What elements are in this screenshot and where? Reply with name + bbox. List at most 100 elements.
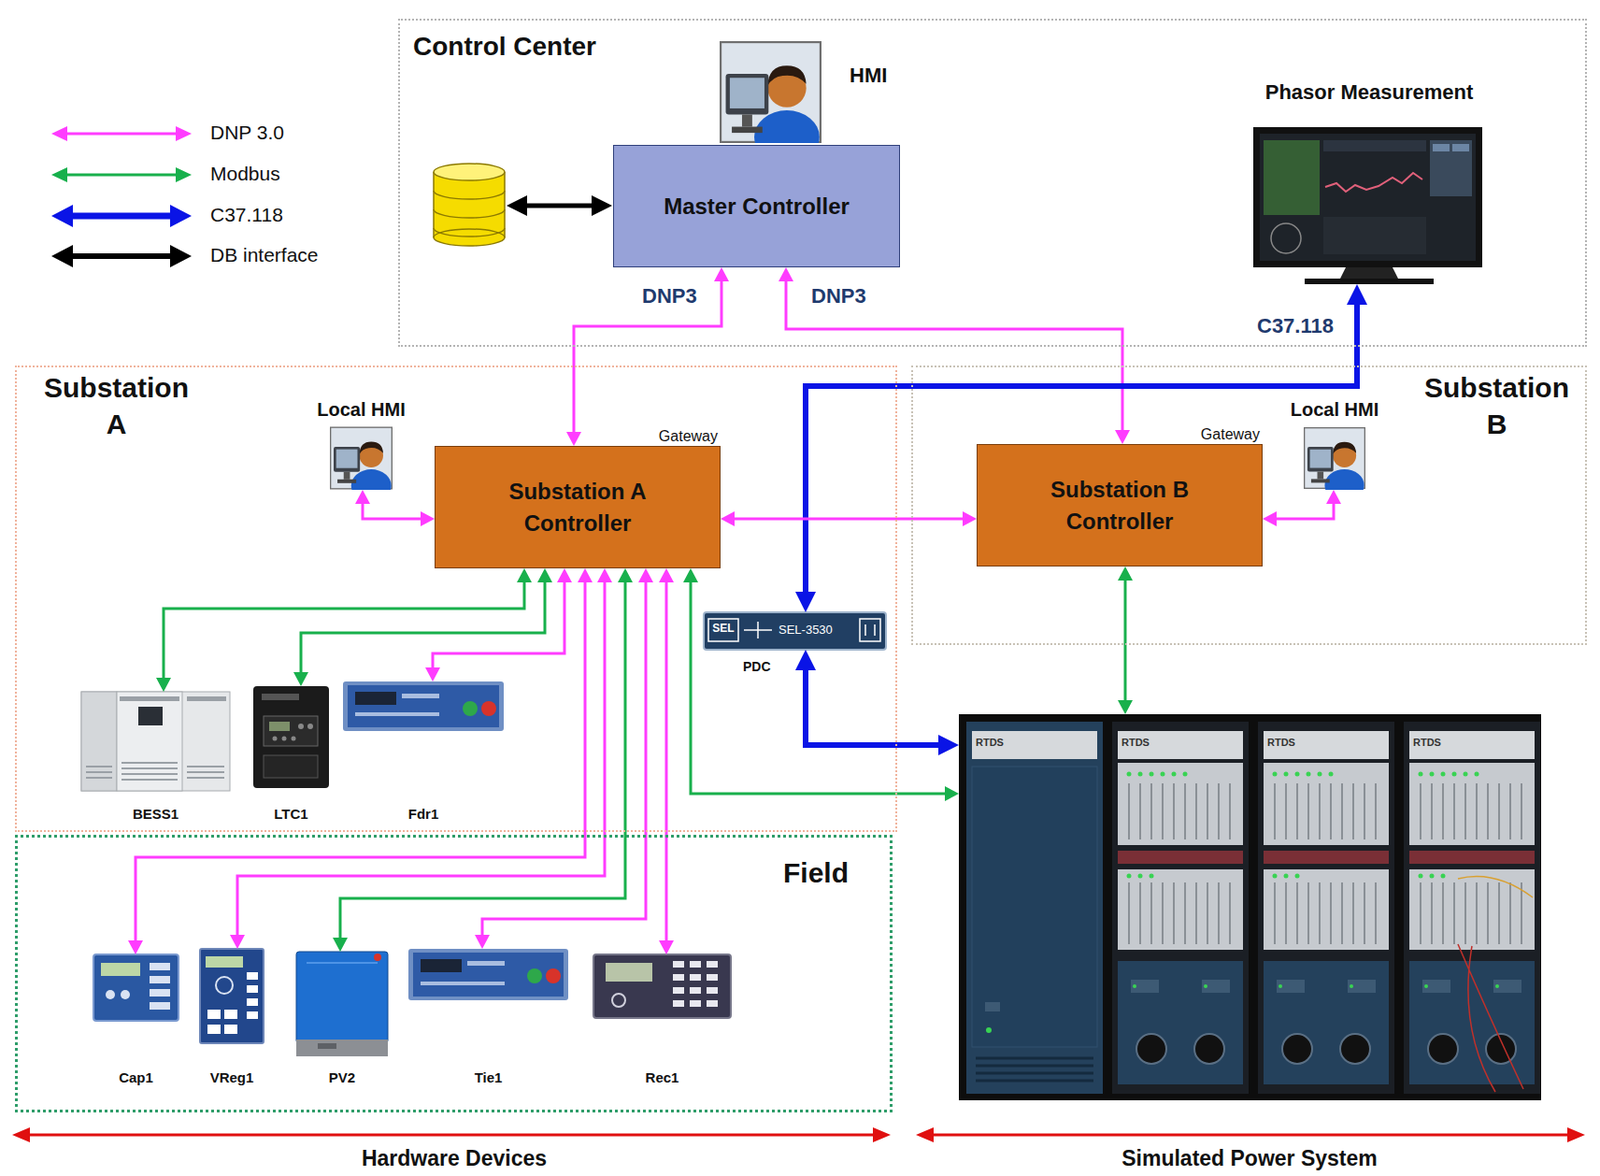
node-label: Substation A bbox=[39, 369, 194, 443]
arrow-head bbox=[1326, 489, 1342, 504]
arrow-head bbox=[355, 489, 371, 504]
regulator-relay-picture bbox=[207, 1024, 221, 1034]
database-cylinder bbox=[433, 163, 505, 181]
feeder-relay-picture bbox=[401, 693, 440, 699]
bess-picture bbox=[116, 691, 183, 791]
ltc-picture bbox=[269, 721, 290, 731]
node-label: LTC1 bbox=[273, 805, 308, 822]
capacitor-relay-picture bbox=[149, 975, 171, 984]
hmi-icons bbox=[330, 42, 1366, 502]
node-label: RTDS bbox=[1267, 736, 1296, 748]
node-label: Gateway bbox=[1200, 426, 1260, 443]
node-label: Substation A Controller bbox=[479, 475, 676, 539]
tap-changer-device: LTC1 bbox=[253, 685, 329, 788]
arrow-head bbox=[566, 431, 582, 446]
ltc-picture bbox=[261, 693, 300, 700]
tie-relay-device: Tie1 bbox=[408, 948, 569, 1000]
range-arrows bbox=[28, 1133, 875, 1137]
rtds-rack-picture bbox=[1457, 876, 1533, 899]
phasor-monitor-picture bbox=[1325, 172, 1423, 192]
pdc-picture bbox=[703, 612, 886, 650]
pdc-picture bbox=[708, 618, 739, 642]
node-label: Local HMI bbox=[316, 399, 405, 421]
node-label: SEL bbox=[708, 621, 739, 635]
arrow-head bbox=[962, 511, 977, 527]
bess-picture bbox=[81, 691, 230, 791]
node-label: Control Center bbox=[413, 31, 597, 62]
rtds-rack: RTDSRTDSRTDSRTDS bbox=[958, 714, 1542, 1100]
phasor-monitor-picture bbox=[1304, 278, 1434, 285]
arrow-head bbox=[795, 591, 816, 613]
phasor-monitor-picture bbox=[1259, 133, 1476, 261]
node-label: RTDS bbox=[1121, 736, 1150, 748]
arrow-head bbox=[720, 511, 735, 527]
bess-picture bbox=[81, 691, 230, 791]
node-label: Rec1 bbox=[645, 1069, 680, 1086]
connector-line bbox=[163, 579, 525, 681]
pv-inverter-picture bbox=[317, 1042, 337, 1049]
database-cylinder bbox=[433, 163, 505, 246]
recloser-relay-picture bbox=[612, 993, 626, 1007]
rtds-rack-picture bbox=[1457, 943, 1524, 1092]
arrow-head bbox=[1114, 429, 1130, 444]
hmi-icons bbox=[330, 427, 393, 502]
phasor-monitor-picture bbox=[1340, 267, 1399, 279]
rtds-rack-picture bbox=[1403, 721, 1541, 1094]
pv-inverter-picture bbox=[306, 961, 378, 964]
capacitor-relay-picture bbox=[93, 954, 179, 1021]
phasor-monitor-picture bbox=[1263, 140, 1320, 215]
bess-picture bbox=[186, 696, 227, 701]
connector bbox=[425, 568, 572, 682]
legend-text: Modbus bbox=[210, 162, 281, 186]
regulator-relay-picture bbox=[207, 1009, 221, 1019]
capacitor-relay-device: Cap1 bbox=[93, 954, 179, 1021]
database-cylinder bbox=[432, 171, 435, 238]
node-label: Fdr1 bbox=[408, 805, 440, 822]
connector bbox=[778, 267, 1130, 444]
arrow-head bbox=[577, 568, 593, 583]
hmi-icons bbox=[1304, 428, 1366, 502]
rtds-rack-picture bbox=[958, 714, 1542, 1100]
bess-picture bbox=[138, 706, 163, 726]
legend-samples bbox=[175, 167, 192, 183]
battery-storage-device: BESS1 bbox=[81, 691, 230, 791]
capacitor-relay-picture bbox=[149, 962, 171, 971]
connector bbox=[332, 568, 633, 952]
regulator-relay-picture bbox=[215, 976, 233, 994]
node-label: PV2 bbox=[328, 1069, 356, 1086]
connector bbox=[156, 568, 532, 692]
node-label: Tie1 bbox=[474, 1069, 503, 1086]
pv-inverter-picture bbox=[296, 951, 388, 1043]
arrow-head bbox=[617, 568, 633, 583]
connector bbox=[229, 568, 613, 949]
edge-label: C37.118 bbox=[1255, 314, 1336, 339]
connector bbox=[795, 649, 959, 756]
connector bbox=[1262, 489, 1342, 527]
connector-line bbox=[432, 579, 565, 671]
phasor-monitor-picture bbox=[1253, 127, 1483, 268]
arrow-head bbox=[658, 940, 674, 955]
legend-samples bbox=[51, 167, 68, 183]
arrow-head bbox=[1262, 511, 1277, 527]
capacitor-relay-picture bbox=[100, 962, 141, 976]
tie-relay-picture bbox=[545, 968, 561, 984]
pdc-picture bbox=[859, 618, 881, 642]
rtds-rack-picture bbox=[1257, 721, 1395, 1094]
connector bbox=[128, 568, 593, 955]
arrow-head bbox=[229, 934, 245, 949]
db-interface-arrow bbox=[506, 195, 613, 216]
connector-line bbox=[362, 500, 424, 519]
pdc-picture bbox=[703, 612, 886, 650]
regulator-relay-picture bbox=[200, 948, 264, 1043]
connector bbox=[683, 568, 959, 801]
recloser-relay-device: Rec1 bbox=[593, 954, 731, 1018]
tie-relay-picture bbox=[420, 958, 462, 972]
bess-picture bbox=[85, 762, 225, 780]
range-label: Hardware Devices bbox=[361, 1145, 547, 1172]
arrow-head bbox=[156, 677, 172, 692]
substation-region: Substation ALocal HMIGatewaySubstation A… bbox=[14, 365, 898, 832]
node-label: Phasor Measurement bbox=[1247, 80, 1491, 105]
legend-samples bbox=[170, 204, 192, 228]
connector-line bbox=[1124, 577, 1128, 703]
local-hmi-icon: Local HMI bbox=[329, 426, 393, 490]
